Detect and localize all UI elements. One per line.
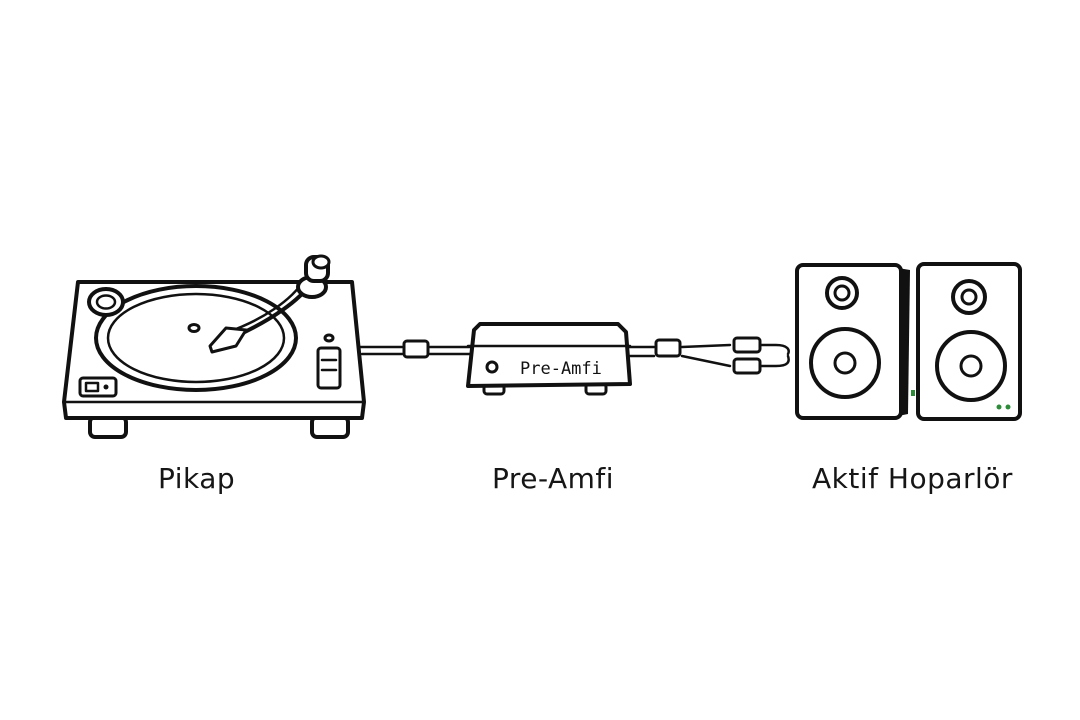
- speaker-led: [996, 404, 1002, 410]
- preamp-illustration: Pre-Amfi: [466, 322, 632, 396]
- preamp-indicator-light: [485, 360, 499, 374]
- rca-plug: [402, 339, 430, 359]
- preamp-box: [466, 322, 632, 388]
- turntable-label: Pikap: [158, 462, 236, 495]
- speakers-label: Aktif Hoparlör: [812, 462, 1013, 495]
- preamp-label: Pre-Amfi: [492, 462, 615, 495]
- speaker-left: [795, 263, 915, 420]
- preamp-face-label: Pre-Amfi: [520, 359, 602, 379]
- cable-turntable-to-preamp: [356, 339, 472, 359]
- turntable-illustration: [62, 254, 366, 439]
- turntable-knob: [87, 287, 125, 317]
- speaker-led: [1005, 404, 1011, 410]
- speaker-led: [911, 390, 915, 396]
- vinyl-record: [106, 292, 286, 384]
- rca-plug: [732, 357, 762, 375]
- rca-plug: [732, 336, 762, 354]
- tonearm-headshell: [208, 326, 248, 354]
- turntable-platter: [94, 284, 298, 392]
- record-spindle: [187, 323, 201, 333]
- cable-preamp-to-speakers: [626, 336, 790, 375]
- pitch-slider: [316, 346, 342, 390]
- rca-plug: [654, 338, 682, 358]
- speaker-right: [916, 262, 1022, 421]
